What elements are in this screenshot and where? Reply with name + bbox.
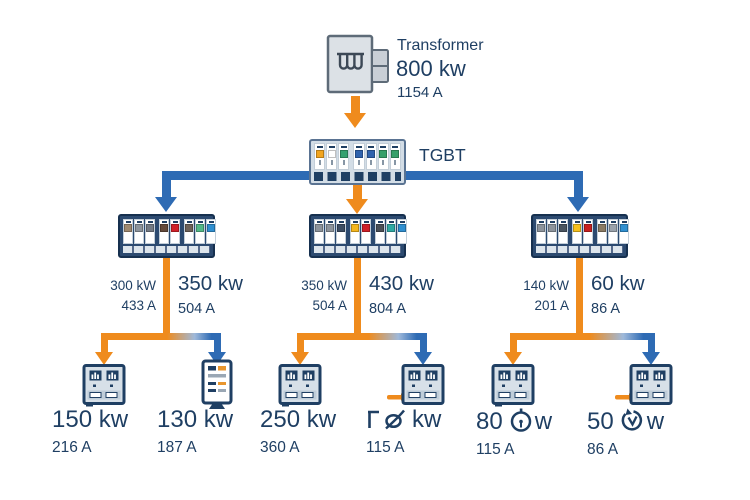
breaker-module-icon: [350, 219, 360, 244]
breaker-module-icon: [338, 143, 350, 170]
power-meter-icon: [82, 364, 126, 407]
breaker-module-icon: [314, 219, 324, 244]
breaker-module-icon: [314, 143, 326, 170]
load-2a-label: 250 kw 360 A: [260, 406, 337, 456]
breaker-module-icon: [123, 219, 133, 244]
breaker-module-icon: [170, 219, 180, 244]
breaker-module-icon: [326, 143, 338, 170]
tgbt-terminals: [314, 172, 401, 181]
drop-1b: [213, 338, 221, 353]
panel-1-breaker-row: [123, 219, 216, 244]
breaker-module-icon: [386, 219, 396, 244]
panel-1-terminals: [123, 246, 210, 253]
arrow-to-meter-3a-icon: [504, 352, 522, 365]
breaker-module-icon: [195, 219, 205, 244]
flow-line-tgbt-middle: [352, 184, 362, 200]
arrow-to-meter-3b-icon: [642, 352, 660, 365]
bus-drop-left: [161, 171, 171, 198]
drop-1a: [100, 338, 108, 353]
tgbt-label: TGBT: [419, 145, 466, 165]
split-bar-3: [509, 333, 655, 340]
feeder-1-measured: 300 kW 433 A: [110, 278, 156, 313]
tgbt-breaker-row: [314, 143, 401, 170]
morph-ring-glyph-icon: [385, 409, 405, 430]
transformer-label: Transformer: [397, 37, 484, 54]
breaker-module-icon: [619, 219, 629, 244]
arrow-to-meter-2b-icon: [414, 352, 432, 365]
breaker-module-icon: [361, 219, 371, 244]
feeder-2-measured: 350 kW 504 A: [301, 278, 347, 313]
drop-2b: [419, 338, 427, 353]
feeder-line-3: [576, 256, 583, 335]
panel-2-breaker-row: [314, 219, 407, 244]
power-meter-with-cable-icon: [387, 364, 445, 405]
split-bar-2: [296, 333, 427, 340]
breaker-module-icon: [353, 143, 365, 170]
tgbt-switchboard: [309, 139, 406, 185]
feeder-3-measured: 140 kW 201 A: [523, 278, 569, 313]
feeder-2-rating: 430 kw 804 A: [369, 272, 434, 317]
distribution-panel-1: [118, 214, 216, 258]
breaker-module-icon: [389, 143, 401, 170]
breaker-module-icon: [572, 219, 582, 244]
feeder-line-2: [354, 256, 361, 335]
drop-3a: [509, 338, 517, 353]
power-meter-with-cable-icon: [615, 364, 673, 405]
distribution-panel-3: [531, 214, 629, 258]
breaker-module-icon: [134, 219, 144, 244]
split-bar-1: [100, 333, 221, 340]
panel-2-terminals: [314, 246, 401, 253]
breaker-module-icon: [365, 143, 377, 170]
clock-glyph-icon: [510, 408, 531, 432]
drop-3b: [647, 338, 655, 353]
breaker-module-icon: [145, 219, 155, 244]
panel-3-breaker-row: [536, 219, 629, 244]
breaker-module-icon: [184, 219, 194, 244]
arrow-to-meter-1a-icon: [95, 352, 113, 365]
load-1b-label: 130 kw 187 A: [157, 406, 234, 456]
distribution-panel-2: [309, 214, 407, 258]
breaker-module-icon: [336, 219, 346, 244]
transformer-icon: [326, 34, 389, 94]
arrow-down-right-panel-icon: [567, 197, 589, 212]
breaker-module-icon: [159, 219, 169, 244]
feeder-line-1: [163, 256, 170, 335]
arrow-down-left-panel-icon: [155, 197, 177, 212]
load-2b-label: kw 115 A: [366, 406, 442, 456]
breaker-module-icon: [325, 219, 335, 244]
breaker-module-icon: [547, 219, 557, 244]
energy-meter-icon: [201, 359, 233, 409]
arrow-down-middle-panel-icon: [346, 199, 368, 214]
breaker-module-icon: [536, 219, 546, 244]
breaker-module-icon: [608, 219, 618, 244]
transformer-power: 800 kw: [396, 56, 466, 81]
morph-corner-glyph-icon: [368, 410, 379, 428]
flow-line-transformer: [350, 96, 360, 114]
drop-2a: [296, 338, 304, 353]
breaker-module-icon: [375, 219, 385, 244]
breaker-module-icon: [206, 219, 216, 244]
breaker-module-icon: [583, 219, 593, 244]
breaker-module-icon: [397, 219, 407, 244]
arrow-to-meter-2a-icon: [291, 352, 309, 365]
arrow-down-to-tgbt-icon: [344, 113, 366, 128]
feeder-3-rating: 60 kw 86 A: [591, 272, 645, 317]
load-1a-label: 150 kw 216 A: [52, 406, 129, 456]
rotating-arrow-glyph-icon: [621, 408, 642, 431]
panel-3-terminals: [536, 246, 623, 253]
breaker-module-icon: [597, 219, 607, 244]
transformer-current: 1154 A: [397, 84, 443, 101]
feeder-1-rating: 350 kw 504 A: [178, 272, 243, 317]
breaker-module-icon: [558, 219, 568, 244]
power-meter-icon: [278, 364, 322, 407]
bus-drop-right: [573, 171, 583, 198]
power-meter-icon: [491, 364, 535, 407]
breaker-module-icon: [377, 143, 389, 170]
